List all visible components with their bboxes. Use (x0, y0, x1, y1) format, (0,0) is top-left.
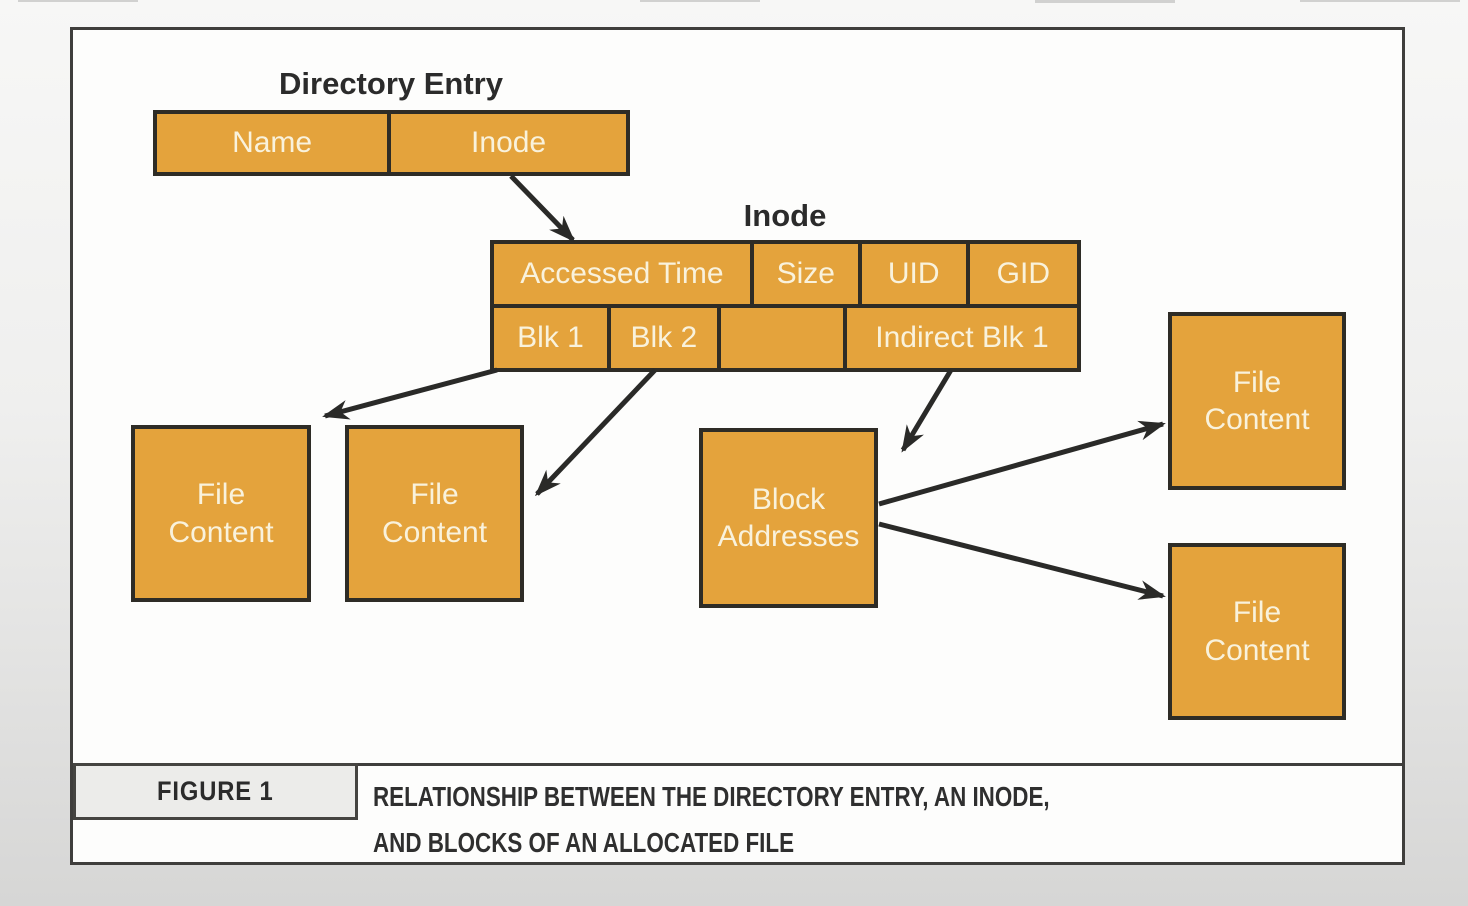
directory-entry-label: Directory Entry (279, 66, 503, 101)
arrow-block-addresses-to-file-content-right-2 (878, 521, 1166, 600)
figure-caption-line-1: RELATIONSHIP BETWEEN THE DIRECTORY ENTRY… (373, 781, 1050, 812)
top-edge-artifact (1300, 0, 1460, 2)
figure-tag-label: FIGURE 1 (157, 776, 274, 806)
inode-table: Accessed Time Size UID GID Blk 1 Blk 2 I… (490, 240, 1081, 372)
inode-cell-empty (720, 308, 843, 368)
directory-entry-table: Name Inode (153, 110, 630, 176)
inode-cell-uid: UID (861, 244, 966, 304)
figure-caption: RELATIONSHIP BETWEEN THE DIRECTORY ENTRY… (373, 774, 1050, 866)
inode-cell-size: Size (753, 244, 858, 304)
arrow-blk2-to-file-content-2 (534, 368, 657, 497)
inode-row-2: Blk 1 Blk 2 Indirect Blk 1 (494, 308, 1077, 368)
block-addresses-box: Block Addresses (699, 428, 878, 608)
inode-label: Inode (743, 198, 827, 233)
top-edge-artifact (1035, 0, 1175, 3)
file-content-box-right-2: File Content (1168, 543, 1346, 720)
inode-cell-gid: GID (969, 244, 1077, 304)
arrow-block-addresses-to-file-content-right-1 (878, 420, 1166, 507)
inode-cell-accessed-time: Accessed Time (494, 244, 750, 304)
arrow-indirect-blk1-to-block-addresses (900, 368, 954, 453)
inode-cell-blk1: Blk 1 (494, 308, 608, 368)
top-edge-artifact (18, 0, 138, 2)
figure-tag: FIGURE 1 (73, 763, 358, 820)
top-edge-artifact (640, 0, 760, 2)
directory-entry-cell-name: Name (157, 114, 388, 172)
inode-cell-indirect-blk1: Indirect Blk 1 (846, 308, 1077, 368)
caption-divider (73, 763, 1402, 766)
file-content-box-1: File Content (131, 425, 311, 602)
file-content-box-right-1: File Content (1168, 312, 1346, 490)
directory-entry-row: Name Inode (157, 114, 626, 172)
figure-frame: Directory Entry Name Inode Inode Accesse… (70, 27, 1405, 865)
arrow-blk1-to-file-content-1 (322, 367, 498, 420)
directory-entry-cell-inode: Inode (391, 114, 626, 172)
diagram-layer: Directory Entry Name Inode Inode Accesse… (73, 30, 1402, 862)
inode-row-1: Accessed Time Size UID GID (494, 244, 1077, 304)
file-content-box-2: File Content (345, 425, 524, 602)
inode-cell-blk2: Blk 2 (611, 308, 717, 368)
arrow-inode-cell-to-inode-table (509, 174, 576, 243)
figure-caption-line-2: AND BLOCKS OF AN ALLOCATED FILE (373, 827, 795, 858)
